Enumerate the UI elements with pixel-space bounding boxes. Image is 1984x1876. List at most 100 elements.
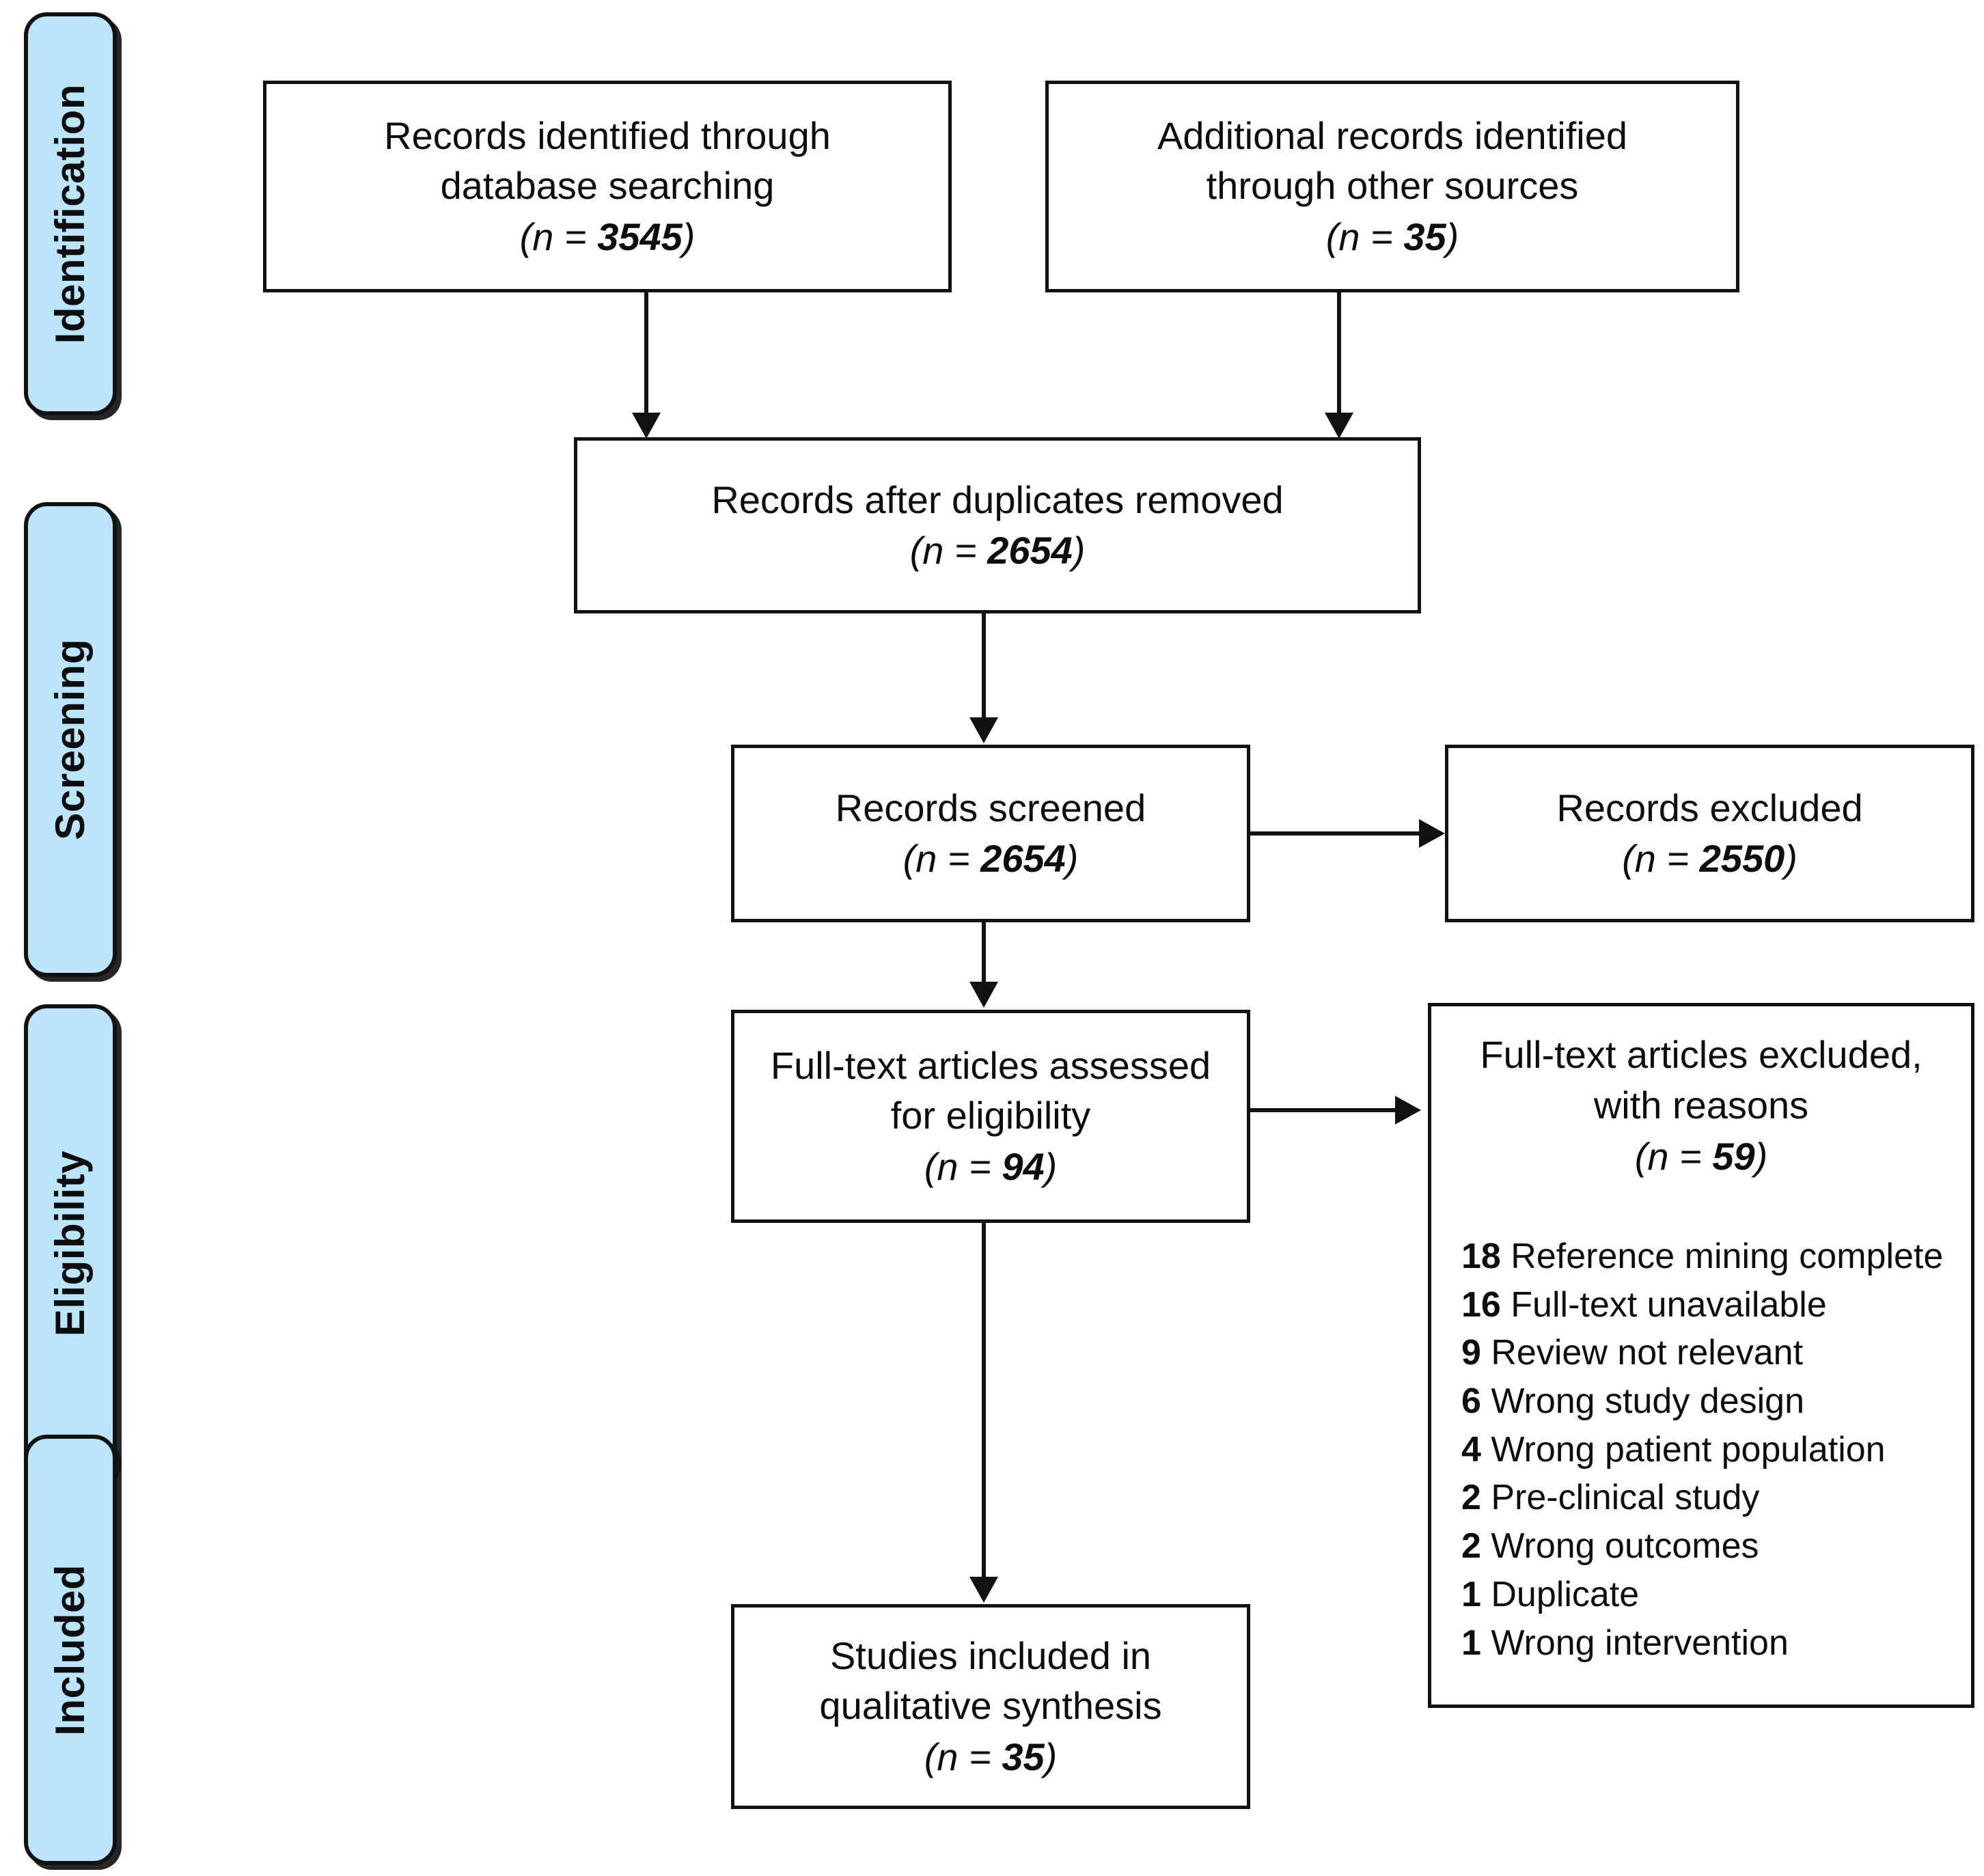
box-db-search-count-value: 3545 (597, 215, 683, 259)
connector-db-search-to-duplicates (644, 292, 648, 415)
arrowhead-fulltext-to-studies-included (969, 1577, 998, 1603)
exclusion-reason-count: 6 (1461, 1381, 1481, 1421)
box-screened-count-value: 2654 (980, 837, 1066, 881)
box-duplicates-count-value: 2654 (987, 529, 1073, 573)
connector-screened-to-fulltext (982, 922, 986, 984)
exclusion-reason-count: 2 (1461, 1478, 1481, 1518)
box-duplicates-line1: Records after duplicates removed (711, 478, 1284, 521)
box-screened-count-prefix: (n = (903, 837, 981, 881)
box-other-sources-count-suffix: ) (1446, 215, 1459, 259)
exclusion-reason-count: 18 (1461, 1236, 1501, 1276)
box-screened-count: (n = 2654) (903, 833, 1079, 884)
box-records-identified-database[interactable]: Records identified through database sear… (263, 81, 952, 292)
stage-tab-eligibility[interactable]: Eligibility (24, 1004, 117, 1482)
box-studies-included-count-prefix: (n = (924, 1735, 1002, 1779)
exclusion-reason-item: 1 Wrong intervention (1461, 1619, 1959, 1668)
box-records-excluded[interactable]: Records excluded (n = 2550) (1445, 745, 1974, 922)
box-studies-included-line2: qualitative synthesis (819, 1684, 1162, 1728)
stage-label-identification: Identification (47, 83, 93, 344)
arrowhead-fulltext-to-excluded-reasons (1395, 1096, 1421, 1125)
box-records-after-duplicates-removed[interactable]: Records after duplicates removed (n = 26… (574, 437, 1421, 613)
box-excluded-reasons-header: Full-text articles excluded, with reason… (1444, 1030, 1959, 1182)
exclusion-reason-item: 2 Pre-clinical study (1461, 1474, 1959, 1522)
box-records-screened[interactable]: Records screened (n = 2654) (731, 745, 1250, 922)
exclusion-reason-count: 2 (1461, 1526, 1481, 1567)
box-db-search-count-prefix: (n = (519, 215, 598, 259)
connector-other-sources-to-duplicates (1337, 292, 1341, 415)
exclusion-reason-text: Wrong study design (1491, 1381, 1805, 1421)
box-other-sources-count: (n = 35) (1326, 211, 1459, 262)
exclusion-reason-text: Wrong intervention (1491, 1623, 1789, 1663)
exclusion-reason-item: 9 Review not relevant (1461, 1329, 1959, 1377)
exclusion-reason-item: 6 Wrong study design (1461, 1377, 1959, 1426)
box-studies-included-count-value: 35 (1002, 1735, 1045, 1779)
exclusion-reason-count: 1 (1461, 1574, 1481, 1614)
box-db-search-count: (n = 3545) (520, 211, 695, 262)
stage-label-eligibility: Eligibility (47, 1150, 93, 1337)
box-fulltext-assessed-line1: Full-text articles assessed (770, 1043, 1211, 1087)
box-fulltext-articles-assessed[interactable]: Full-text articles assessed for eligibil… (731, 1010, 1250, 1223)
box-records-excluded-count: (n = 2550) (1622, 833, 1797, 884)
box-fulltext-assessed-count-prefix: (n = (924, 1145, 1002, 1189)
exclusion-reason-item: 1 Duplicate (1461, 1571, 1959, 1619)
exclusion-reason-text: Wrong patient population (1491, 1429, 1886, 1470)
arrowhead-db-search-to-duplicates (632, 413, 661, 439)
box-duplicates-count: (n = 2654) (910, 525, 1086, 576)
exclusion-reason-count: 9 (1461, 1333, 1481, 1373)
box-screened-line1: Records screened (835, 786, 1146, 829)
box-fulltext-assessed-count-suffix: ) (1044, 1145, 1058, 1189)
box-excluded-reasons-count-suffix: ) (1754, 1134, 1768, 1178)
exclusion-reason-count: 16 (1461, 1284, 1501, 1325)
box-other-sources-line2: through other sources (1206, 164, 1579, 208)
box-db-search-count-suffix: ) (682, 215, 695, 259)
stage-label-screening: Screening (47, 639, 93, 840)
box-records-excluded-count-prefix: (n = (1622, 837, 1700, 881)
exclusion-reason-text: Reference mining complete (1511, 1236, 1944, 1276)
box-excluded-reasons-count: (n = 59) (1444, 1131, 1959, 1182)
stage-tab-identification[interactable]: Identification (24, 12, 117, 415)
connector-duplicates-to-screened (982, 613, 986, 719)
exclusion-reason-text: Pre-clinical study (1491, 1478, 1760, 1518)
box-duplicates-count-suffix: ) (1072, 529, 1086, 573)
box-records-excluded-count-value: 2550 (1699, 837, 1785, 881)
stage-tab-screening[interactable]: Screening (24, 502, 117, 977)
box-fulltext-assessed-line2: for eligibility (890, 1094, 1091, 1137)
exclusion-reason-text: Duplicate (1491, 1574, 1640, 1614)
box-fulltext-articles-excluded-with-reasons[interactable]: Full-text articles excluded, with reason… (1428, 1003, 1974, 1708)
box-excluded-reasons-count-prefix: (n = (1634, 1134, 1713, 1178)
box-studies-included-count-suffix: ) (1044, 1735, 1058, 1779)
stage-label-included: Included (47, 1564, 93, 1736)
exclusion-reason-count: 4 (1461, 1429, 1481, 1470)
exclusion-reason-item: 4 Wrong patient population (1461, 1426, 1959, 1474)
box-records-excluded-count-suffix: ) (1785, 837, 1797, 881)
box-other-sources-count-value: 35 (1403, 215, 1446, 259)
box-studies-included-count: (n = 35) (924, 1731, 1058, 1782)
stage-tab-included[interactable]: Included (24, 1435, 117, 1865)
box-studies-included-line1: Studies included in (829, 1633, 1152, 1677)
box-db-search-line2: database searching (440, 164, 775, 208)
exclusion-reason-text: Review not relevant (1491, 1333, 1804, 1373)
box-excluded-reasons-line1: Full-text articles excluded, (1480, 1033, 1923, 1076)
box-duplicates-count-prefix: (n = (909, 529, 988, 573)
exclusion-reason-list: 18 Reference mining complete 16 Full-tex… (1444, 1232, 1959, 1667)
exclusion-reason-item: 16 Full-text unavailable (1461, 1281, 1959, 1329)
arrowhead-duplicates-to-screened (969, 717, 998, 743)
box-fulltext-assessed-count: (n = 94) (924, 1141, 1058, 1192)
arrowhead-screened-to-fulltext (969, 982, 998, 1008)
connector-fulltext-to-excluded-reasons (1250, 1108, 1397, 1112)
box-records-excluded-line1: Records excluded (1556, 786, 1863, 829)
exclusion-reason-text: Full-text unavailable (1511, 1284, 1827, 1325)
box-db-search-line1: Records identified through (384, 113, 831, 157)
box-excluded-reasons-count-value: 59 (1712, 1134, 1755, 1178)
box-fulltext-assessed-count-value: 94 (1002, 1145, 1045, 1189)
connector-fulltext-to-studies-included (982, 1223, 986, 1580)
box-other-sources-count-prefix: (n = (1325, 215, 1404, 259)
arrowhead-screened-to-excluded (1419, 819, 1445, 848)
exclusion-reason-item: 2 Wrong outcomes (1461, 1522, 1959, 1571)
box-additional-records-other-sources[interactable]: Additional records identified through ot… (1045, 81, 1739, 292)
exclusion-reason-text: Wrong outcomes (1491, 1526, 1759, 1567)
box-studies-included-qualitative-synthesis[interactable]: Studies included in qualitative synthesi… (731, 1604, 1250, 1809)
box-screened-count-suffix: ) (1065, 837, 1079, 881)
connector-screened-to-excluded (1250, 831, 1421, 836)
